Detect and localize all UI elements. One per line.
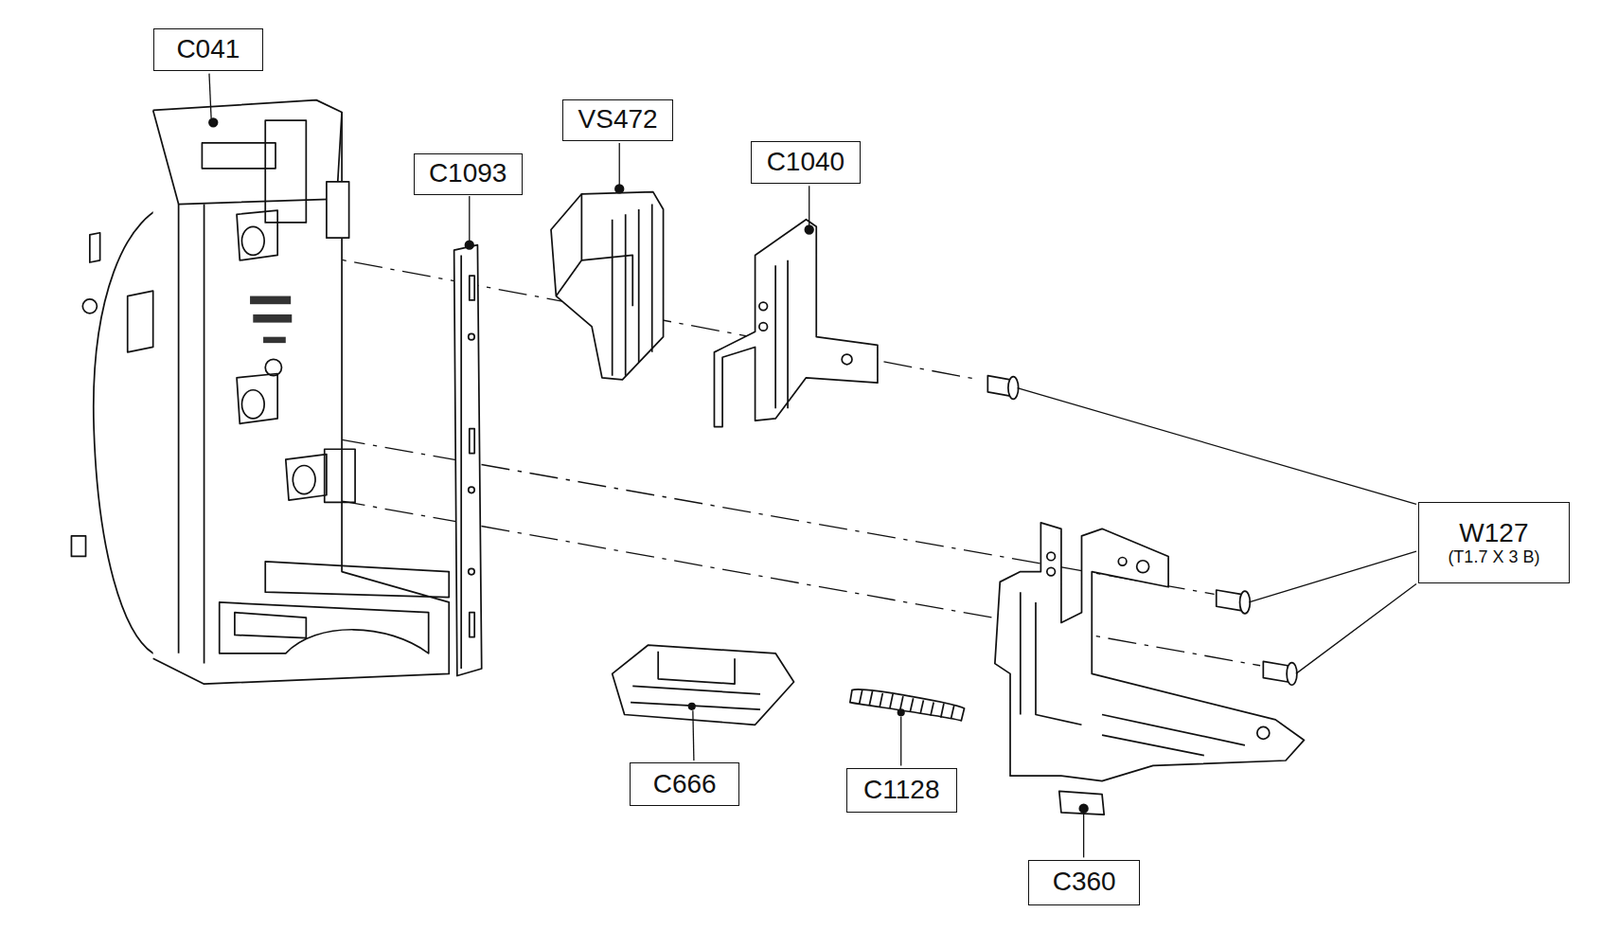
part-number: C041 (176, 35, 240, 65)
callout-box: C1040 (750, 141, 860, 184)
callout-box: C1128 (846, 767, 958, 813)
callout-box: C360 (1028, 859, 1139, 907)
part-number: C1093 (428, 159, 508, 189)
frame (612, 644, 795, 725)
switch-block (551, 184, 664, 380)
screw-spec: (T1.7 X 3 B) (1447, 548, 1540, 568)
main-bracket (995, 522, 1305, 815)
bracket (713, 219, 877, 427)
part-number: VS472 (578, 105, 658, 135)
callout-box: C666 (629, 762, 740, 806)
callout-box: W127(T1.7 X 3 B) (1418, 501, 1570, 584)
callout-box: C041 (153, 28, 264, 72)
part-number: W127 (1458, 518, 1529, 549)
part-number: C360 (1052, 867, 1117, 897)
housing (71, 100, 449, 685)
callout-box: C1093 (413, 153, 523, 196)
part-number: C1040 (766, 147, 846, 178)
contact-strip (454, 240, 482, 676)
part-number: C1128 (863, 775, 940, 805)
callout-box: VS472 (562, 99, 674, 142)
part-number: C666 (653, 769, 717, 800)
spring (850, 689, 965, 721)
